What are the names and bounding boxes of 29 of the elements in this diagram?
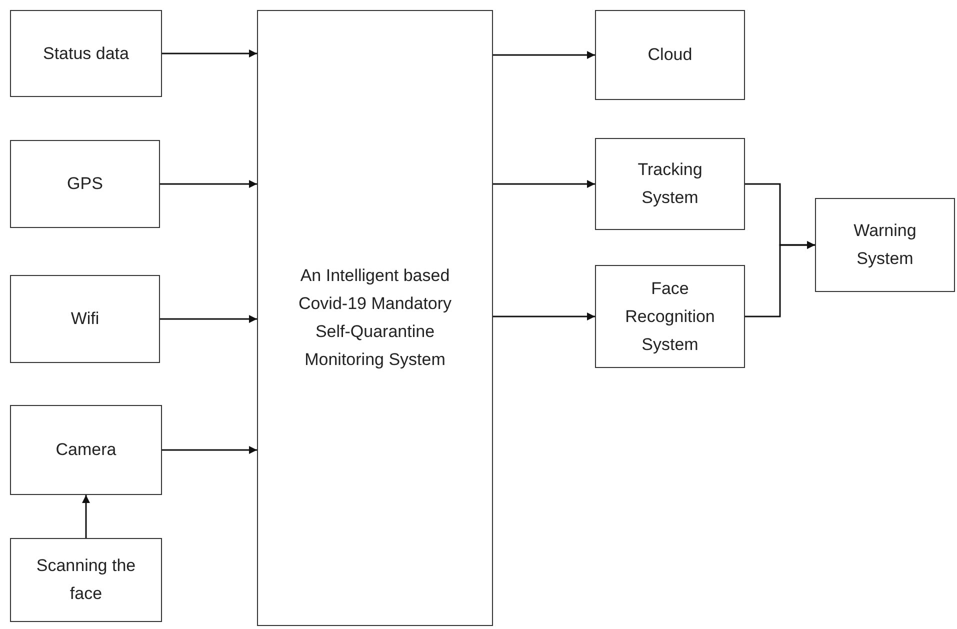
arrow <box>493 180 595 188</box>
arrow <box>162 446 257 454</box>
arrow <box>160 315 257 323</box>
box-label: An Intelligent based Covid-19 Mandatory Self-Quarantine Monitoring System <box>297 265 453 371</box>
process-box <box>815 198 955 292</box>
box-label: Status data <box>42 42 130 64</box>
arrow <box>493 312 595 320</box>
process-box <box>10 538 162 622</box>
system-box <box>257 10 493 626</box>
arrow <box>493 51 595 59</box>
arrow <box>745 241 815 318</box>
process-box <box>595 10 745 100</box>
box-label: Face Recognition System <box>624 278 716 356</box>
process-box <box>595 138 745 230</box>
arrow <box>82 495 90 538</box>
arrow <box>160 180 257 188</box>
arrow <box>162 50 257 58</box>
box-label: Scanning the face <box>35 555 137 605</box>
process-box <box>10 405 162 495</box>
box-label: GPS <box>66 173 104 195</box>
box-label: Warning System <box>852 220 918 270</box>
process-box <box>10 10 162 97</box>
box-label: Tracking System <box>636 159 704 209</box>
box-label: Cloud <box>646 44 694 66</box>
process-box <box>10 140 160 228</box>
box-label: Camera <box>54 439 118 461</box>
box-label: Wifi <box>70 308 100 330</box>
process-box <box>595 265 745 368</box>
process-box <box>10 275 160 363</box>
